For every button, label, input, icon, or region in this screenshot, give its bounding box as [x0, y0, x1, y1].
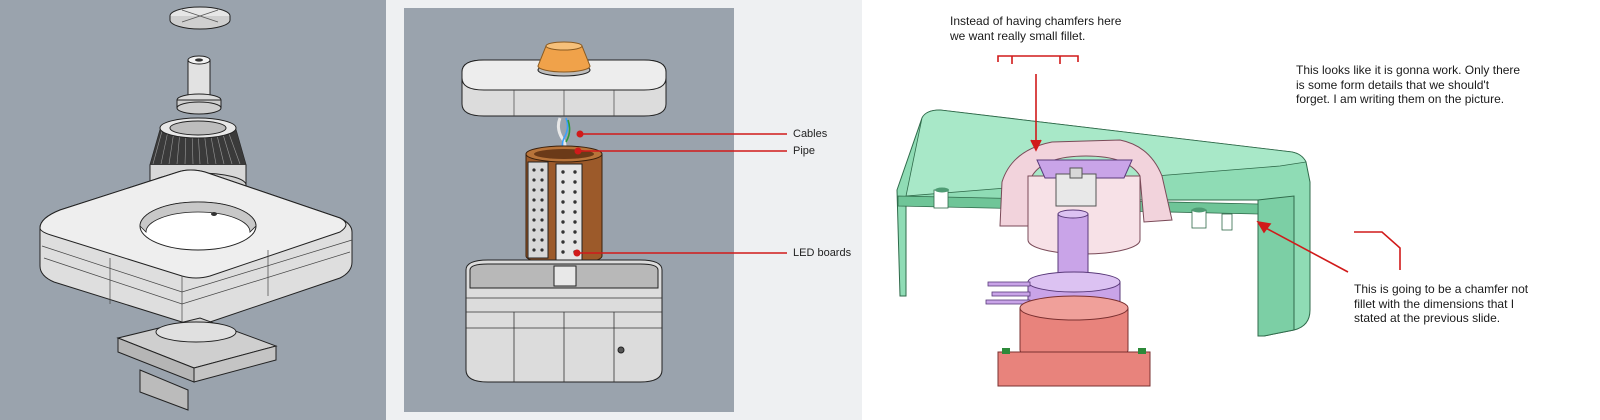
note-fillet-line1: Instead of having chamfers here — [950, 14, 1122, 28]
note-chamfer-line3: stated at the previous slide. — [1354, 311, 1501, 325]
chamfer-annotation-arrow — [1256, 220, 1349, 273]
right-section-view: Instead of having chamfers here we want … — [862, 0, 1600, 420]
section-drawing — [896, 55, 1401, 387]
bottom-plate — [116, 317, 278, 411]
interior-assembly-drawing — [461, 41, 667, 383]
note-fillet-line2: we want really small fillet. — [950, 28, 1086, 43]
callout-cables: Cables — [793, 128, 828, 140]
base-box — [465, 259, 663, 383]
salmon-base — [997, 295, 1151, 387]
led-boards-leader — [573, 249, 787, 257]
top-lid — [461, 59, 667, 117]
note-chamfer: This is going to be a chamfer not fillet… — [1354, 282, 1528, 326]
callout-led-boards: LED boards — [793, 247, 852, 259]
note-fillet: Instead of having chamfers here we want … — [950, 14, 1121, 43]
note-general: This looks like it is gonna work. Only t… — [1296, 63, 1520, 107]
note-general-line2: is some form details that we should't — [1296, 77, 1490, 92]
shaft-part — [176, 55, 222, 115]
note-chamfer-line2: fillet with the dimensions that I — [1354, 296, 1515, 311]
note-chamfer-line1: This is going to be a chamfer not — [1354, 282, 1529, 296]
chamfer-profile-sketch — [1354, 231, 1401, 270]
middle-cad-view — [404, 8, 734, 412]
square-housing — [39, 169, 353, 325]
exploded-assembly-drawing — [39, 6, 353, 411]
pipe-leader — [574, 147, 787, 155]
note-general-line1: This looks like it is gonna work. Only t… — [1296, 63, 1521, 77]
note-general-line3: forget. I am writing them on the picture… — [1296, 92, 1505, 106]
callout-pipe: Pipe — [793, 145, 816, 157]
cables-leader — [576, 130, 787, 138]
left-cad-view — [0, 0, 386, 420]
orange-cap — [537, 41, 591, 73]
fillet-annotation-bracket — [997, 55, 1079, 152]
top-cap-disc — [169, 6, 231, 30]
